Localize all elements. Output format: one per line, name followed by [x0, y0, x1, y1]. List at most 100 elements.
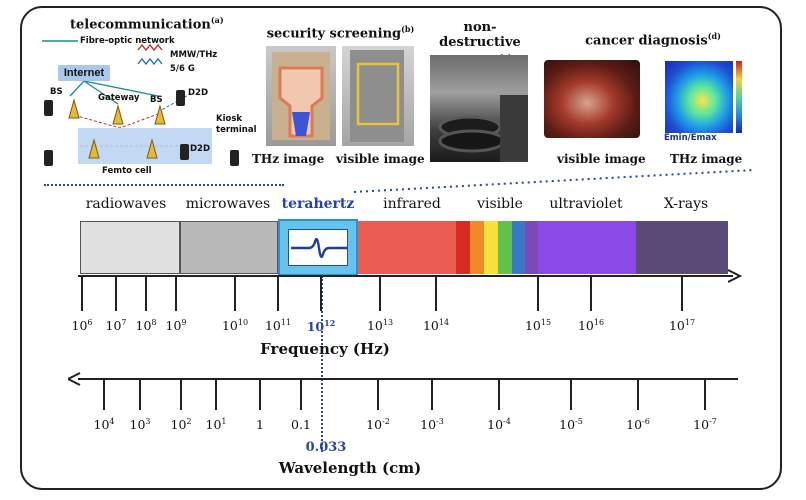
band-xray	[636, 221, 728, 274]
security-visible-caption: visible image	[336, 152, 425, 166]
telecom-diagram: Fibre-optic network MMW/THz 5/6 G Intern…	[40, 34, 257, 176]
base-station-icon	[146, 138, 158, 159]
wavelength-axis	[78, 378, 738, 380]
frequency-axis-title: Frequency (Hz)	[260, 340, 390, 358]
frequency-tick	[590, 277, 592, 311]
wavelength-axis-arrow-icon	[68, 372, 81, 386]
band-label-xray: X-rays	[663, 196, 709, 212]
connector-right	[353, 169, 755, 193]
band-label-micro: microwaves	[185, 196, 271, 212]
thz-pulse-icon	[291, 237, 347, 259]
wavelength-tick-label: 10-2	[366, 417, 390, 433]
wavelength-tick-label: 1	[256, 417, 264, 432]
frequency-tick-label: 1011	[264, 318, 292, 334]
frequency-tick	[435, 277, 437, 311]
legend-fibre: Fibre-optic network	[80, 36, 175, 46]
gateway-label: Gateway	[98, 93, 140, 103]
wavelength-axis-title: Wavelength (cm)	[278, 459, 422, 477]
frequency-tick-label: 1016	[577, 318, 605, 334]
base-station-icon	[154, 104, 166, 125]
band-visible-yellow	[484, 221, 498, 274]
femto-area	[78, 128, 212, 164]
kiosk-label: Kiosk terminal	[216, 114, 257, 135]
phone-icon	[230, 150, 239, 166]
wavelength-tick-label: 0.1	[291, 417, 311, 432]
phone-icon	[44, 150, 53, 166]
frequency-tick-label: 1017	[668, 318, 696, 334]
bs-right-label: BS	[150, 95, 163, 105]
band-micro	[180, 221, 278, 274]
figure-frame	[20, 6, 782, 490]
base-station-icon	[68, 98, 80, 119]
tissue-thz-map	[665, 61, 733, 133]
band-visible-green	[498, 221, 512, 274]
wavelength-tick-label: 10-7	[693, 417, 717, 433]
frequency-tick	[379, 277, 381, 311]
wavelength-tick-label: 10-3	[420, 417, 444, 433]
frequency-tick	[537, 277, 539, 311]
internet-box: Internet	[58, 65, 110, 81]
frequency-tick	[145, 277, 147, 311]
phone-icon	[44, 100, 53, 116]
cancer-thz-caption: THz image	[670, 152, 743, 166]
wavelength-tick	[570, 380, 572, 410]
colorbar-label: Emin/Emax	[664, 133, 717, 143]
wavelength-tick	[704, 380, 706, 410]
wavelength-tick	[139, 380, 141, 410]
frequency-tick-label: 1014	[422, 318, 450, 334]
frequency-tick-label: 109	[165, 318, 187, 334]
frequency-axis	[78, 275, 733, 277]
legend-5g: 5/6 G	[170, 64, 195, 74]
band-infrared	[358, 221, 456, 274]
wavelength-tick-label: 102	[170, 417, 192, 433]
band-label-uv: ultraviolet	[549, 196, 623, 212]
frequency-tick	[320, 277, 322, 311]
wavelength-tick	[637, 380, 639, 410]
band-visible-orange	[470, 221, 484, 274]
band-radio	[80, 221, 180, 274]
band-label-visible: visible	[477, 196, 523, 212]
frequency-tick-label: 1010	[221, 318, 249, 334]
phone-icon	[176, 90, 185, 106]
tissue-visible-image	[544, 60, 640, 138]
wavelength-tick	[300, 380, 302, 410]
wavelength-tick	[377, 380, 379, 410]
wavelength-tick-label: 10-5	[559, 417, 583, 433]
wavelength-tick-label: 101	[205, 417, 227, 433]
wavelength-marker-label: 0.033	[305, 440, 347, 455]
thz-scan-image	[266, 46, 336, 146]
frequency-tick-label: 1015	[524, 318, 552, 334]
wavelength-tick-label: 10-4	[487, 417, 511, 433]
security-title: security screening(b)	[266, 24, 415, 42]
thz-pulse-box	[288, 229, 348, 266]
band-visible-blue	[512, 221, 525, 274]
colorbar	[736, 61, 742, 133]
cancer-visible-caption: visible image	[557, 152, 646, 166]
band-label-radio: radiowaves	[85, 196, 167, 212]
cancer-title: cancer diagnosis(d)	[585, 31, 721, 49]
base-station-icon	[88, 138, 100, 159]
connector-left	[44, 184, 284, 186]
wavelength-tick	[259, 380, 261, 410]
legend-mmw: MMW/THz	[170, 50, 218, 60]
frequency-tick	[277, 277, 279, 311]
wavelength-tick	[180, 380, 182, 410]
frequency-tick-label: 108	[135, 318, 157, 334]
wavelength-tick	[103, 380, 105, 410]
frequency-axis-arrow-icon	[728, 269, 742, 283]
band-visible-red	[456, 221, 470, 274]
visible-scan-image	[342, 46, 414, 146]
wavelength-tick	[431, 380, 433, 410]
base-station-icon	[112, 104, 124, 125]
d2d-top-label: D2D	[188, 88, 209, 98]
band-thz	[278, 219, 358, 276]
wavelength-tick-label: 104	[93, 417, 115, 433]
femto-label: Femto cell	[102, 166, 152, 176]
frequency-tick-label: 107	[105, 318, 127, 334]
frequency-tick	[115, 277, 117, 311]
band-label-thz: terahertz	[281, 196, 355, 212]
wavelength-tick	[215, 380, 217, 410]
wavelength-tick	[498, 380, 500, 410]
wavelength-tick-label: 10-6	[626, 417, 650, 433]
frequency-tick-label: 106	[71, 318, 93, 334]
